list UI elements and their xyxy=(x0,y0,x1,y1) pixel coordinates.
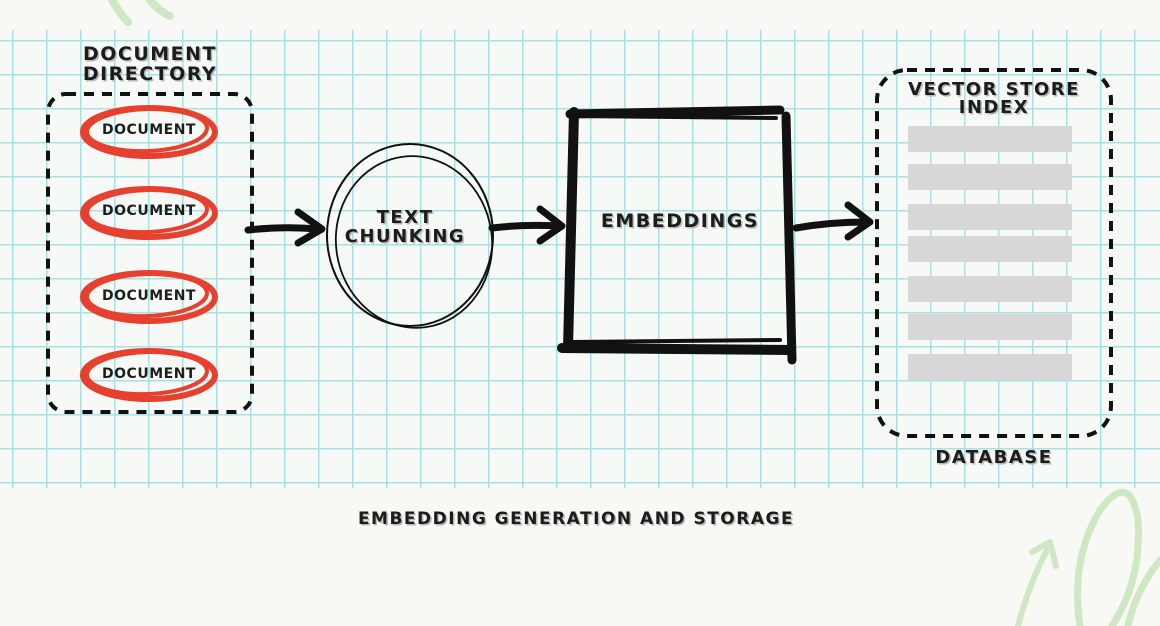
text-chunking-label-line1: TEXT xyxy=(376,207,434,228)
document-highlight-4 xyxy=(80,348,218,402)
vector-store-row xyxy=(908,354,1072,380)
document-label: DOCUMENT xyxy=(102,203,196,219)
document-directory-title: DOCUMENT DIRECTORY xyxy=(70,45,230,84)
vector-store-title: VECTOR STORE INDEX xyxy=(892,81,1096,117)
vector-store-row xyxy=(908,164,1072,190)
decor-stroke-top-left xyxy=(108,0,174,26)
text-chunking-label-line2: CHUNKING xyxy=(344,226,466,247)
document-directory-title-line2: DIRECTORY xyxy=(82,63,218,85)
vector-store-title-line1: VECTOR STORE xyxy=(908,79,1080,100)
arrow-directory-to-chunking xyxy=(244,208,326,247)
document-highlight-3 xyxy=(80,270,218,324)
arrow-chunking-to-embeddings xyxy=(488,205,566,245)
vector-store-row xyxy=(908,314,1072,340)
database-label: DATABASE xyxy=(935,447,1053,468)
document-highlights xyxy=(80,105,218,402)
text-chunking-label: TEXT CHUNKING xyxy=(330,209,480,246)
document-directory-title-line1: DOCUMENT xyxy=(82,43,218,65)
vector-store-row xyxy=(908,126,1072,152)
document-directory-box xyxy=(46,92,254,414)
document-highlight-1 xyxy=(80,105,218,159)
decor-loop-bottom-right-2 xyxy=(1124,556,1160,626)
vector-store-title-line2: INDEX xyxy=(958,97,1030,118)
embeddings-box xyxy=(557,105,797,365)
document-highlight-2 xyxy=(80,186,218,240)
vector-store-row xyxy=(908,236,1072,262)
decor-loop-bottom-right xyxy=(1074,488,1142,626)
document-label: DOCUMENT xyxy=(102,366,196,382)
document-label: DOCUMENT xyxy=(102,288,196,304)
arrow-embeddings-to-store xyxy=(792,201,874,241)
diagram-caption: EMBEDDING GENERATION AND STORAGE xyxy=(357,509,795,529)
decor-arrow-bottom-right xyxy=(1015,539,1059,626)
document-label: DOCUMENT xyxy=(102,122,196,138)
vector-store-row xyxy=(908,276,1072,302)
embeddings-label: EMBEDDINGS xyxy=(600,210,760,232)
vector-store-row xyxy=(908,204,1072,230)
